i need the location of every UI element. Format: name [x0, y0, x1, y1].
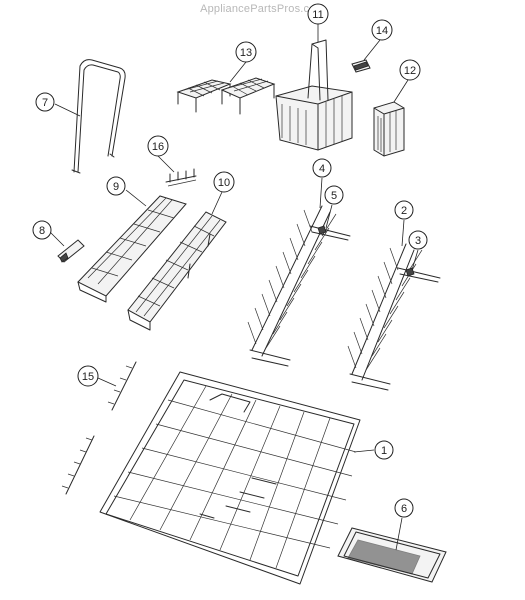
- callout-15: 15: [77, 365, 117, 387]
- callout-5: 5: [324, 185, 344, 229]
- part-1-lower-rack[interactable]: [99, 371, 361, 585]
- part-15-hook-strips[interactable]: [61, 361, 137, 495]
- watermark: AppliancePartsPros.com: [200, 3, 325, 15]
- svg-text:4: 4: [319, 163, 325, 175]
- part-2-tine-row[interactable]: [347, 243, 423, 391]
- svg-text:11: 11: [312, 9, 323, 21]
- part-10-folding-tine-panel[interactable]: [127, 211, 227, 331]
- callout-6: 6: [394, 498, 414, 551]
- callout-16: 16: [147, 135, 175, 173]
- part-3-tine-clip[interactable]: [397, 267, 441, 283]
- callout-9: 9: [106, 176, 147, 207]
- svg-text:16: 16: [152, 141, 164, 153]
- callout-14: 14: [363, 19, 393, 61]
- part-12-small-basket[interactable]: [373, 101, 405, 157]
- svg-text:14: 14: [376, 25, 388, 37]
- callout-2: 2: [394, 200, 414, 247]
- callout-11: 11: [307, 3, 329, 42]
- svg-text:7: 7: [42, 97, 48, 109]
- svg-text:6: 6: [401, 503, 407, 515]
- svg-text:8: 8: [39, 225, 45, 237]
- svg-text:3: 3: [415, 235, 421, 247]
- svg-text:15: 15: [82, 371, 94, 383]
- part-13-cup-shelves[interactable]: [176, 77, 276, 115]
- callout-12: 12: [393, 59, 421, 103]
- part-14-clip[interactable]: [351, 59, 371, 73]
- svg-text:12: 12: [404, 65, 416, 77]
- part-16-hook-strip[interactable]: [165, 168, 197, 187]
- part-8-bracket[interactable]: [57, 239, 85, 263]
- svg-text:9: 9: [113, 181, 119, 193]
- svg-text:13: 13: [240, 47, 252, 59]
- part-9-folding-tine-panel[interactable]: [77, 195, 187, 303]
- svg-text:5: 5: [331, 190, 337, 202]
- svg-text:2: 2: [401, 205, 407, 217]
- part-11-silverware-basket[interactable]: [275, 39, 353, 151]
- callout-1: 1: [353, 440, 394, 460]
- part-4-tine-row[interactable]: [247, 205, 337, 367]
- callout-8: 8: [32, 220, 65, 247]
- svg-text:1: 1: [381, 445, 387, 457]
- part-5-tine-clip[interactable]: [309, 225, 351, 241]
- callout-10: 10: [211, 171, 235, 215]
- callout-7: 7: [35, 92, 81, 117]
- svg-text:10: 10: [218, 177, 230, 189]
- callout-4: 4: [312, 158, 332, 209]
- part-7-rack-handle[interactable]: [71, 59, 126, 174]
- part-6-tray[interactable]: [337, 527, 447, 583]
- callout-13: 13: [229, 41, 257, 83]
- callout-3: 3: [408, 230, 428, 271]
